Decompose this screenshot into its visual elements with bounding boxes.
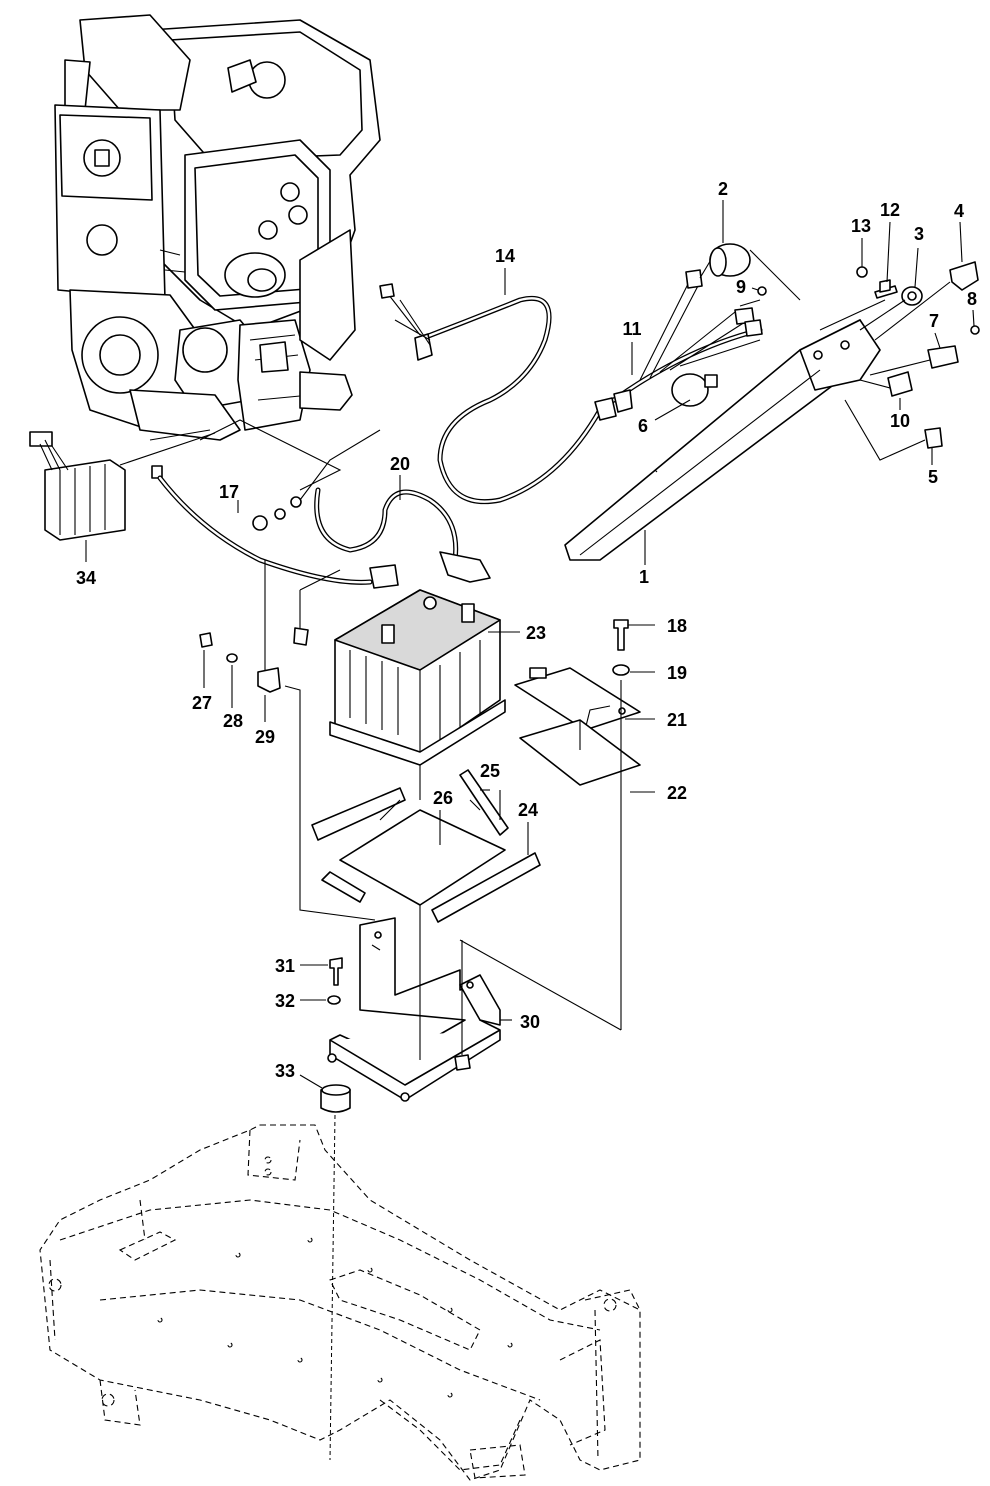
small-parts-right (751, 221, 980, 465)
callout-4: 4 (954, 201, 964, 221)
callout-13: 13 (851, 216, 871, 236)
callout-2: 2 (718, 179, 728, 199)
callout-labels: 1 2 3 4 5 6 7 8 9 10 11 12 13 14 17 18 1… (76, 179, 977, 1081)
callout-22: 22 (667, 783, 687, 803)
battery-pad-22 (519, 719, 655, 793)
callout-1: 1 (639, 567, 649, 587)
callout-30: 30 (520, 1012, 540, 1032)
callout-10: 10 (890, 411, 910, 431)
callout-32: 32 (275, 991, 295, 1011)
callout-20: 20 (390, 454, 410, 474)
hardware-18-19 (459, 619, 655, 1031)
ground-cable-17 (151, 465, 373, 680)
battery-cable-20 (252, 429, 491, 589)
callout-27: 27 (192, 693, 212, 713)
callout-25: 25 (480, 761, 500, 781)
wire-harness-14 (379, 268, 603, 505)
battery-tray-30 (327, 905, 512, 1102)
callout-8: 8 (967, 289, 977, 309)
callout-6: 6 (638, 416, 648, 436)
callout-29: 29 (255, 727, 275, 747)
callout-19: 19 (667, 663, 687, 683)
callout-26: 26 (433, 788, 453, 808)
callout-33: 33 (275, 1061, 295, 1081)
callout-24: 24 (518, 800, 538, 820)
callout-28: 28 (223, 711, 243, 731)
voltage-regulator-34 (29, 431, 216, 562)
hardware-31-32-33 (299, 957, 351, 1461)
callout-31: 31 (275, 956, 295, 976)
callout-7: 7 (929, 311, 939, 331)
callout-12: 12 (880, 200, 900, 220)
callout-17: 17 (219, 482, 239, 502)
battery-plate-21 (514, 667, 655, 731)
component-2 (709, 200, 801, 301)
battery-pads (311, 769, 541, 923)
component-6 (654, 373, 718, 421)
wire-harness-11 (594, 257, 763, 421)
callout-11: 11 (622, 319, 641, 339)
callout-34: 34 (76, 568, 96, 588)
engine-assembly (54, 14, 381, 441)
callout-21: 21 (667, 710, 687, 730)
battery-23 (329, 589, 520, 800)
machine-frame-outline (39, 1124, 641, 1481)
callout-14: 14 (495, 246, 515, 266)
callout-18: 18 (667, 616, 687, 636)
hardware-27-28-29 (199, 632, 376, 921)
callout-9: 9 (736, 277, 746, 297)
callout-3: 3 (914, 224, 924, 244)
callout-23: 23 (526, 623, 546, 643)
panel-bracket-1 (564, 319, 881, 565)
callout-5: 5 (928, 467, 938, 487)
engine-leader-lines (149, 419, 342, 491)
